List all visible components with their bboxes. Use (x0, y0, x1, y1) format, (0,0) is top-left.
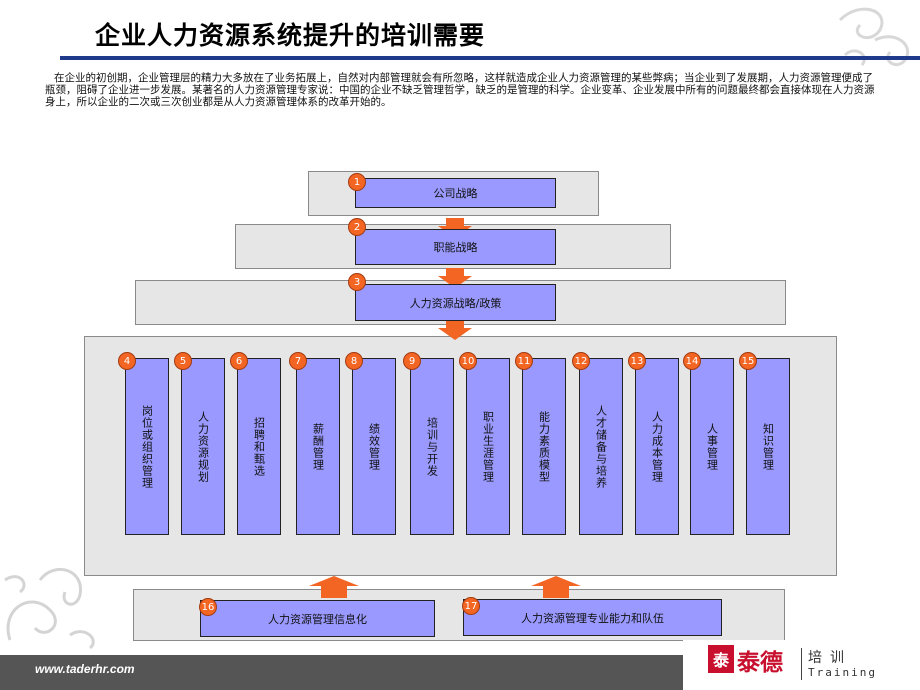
badge-2: 2 (348, 218, 366, 236)
intro-paragraph: 在企业的初创期，企业管理层的精力大多放在了业务拓展上，自然对内部管理就会有所忽略… (45, 72, 875, 108)
brand-logo-icon: 泰 (708, 645, 734, 673)
arrow-up-1 (309, 576, 359, 598)
footer-website-link[interactable]: www.taderhr.com (35, 662, 135, 676)
func-competency-model: 能力素质模型 (522, 358, 566, 535)
badge-8: 8 (345, 352, 363, 370)
func-hr-planning: 人力资源规划 (181, 358, 225, 535)
box-hr-professional-team: 人力资源管理专业能力和队伍 (463, 599, 722, 636)
box-hr-strategy: 人力资源战略/政策 (355, 284, 556, 321)
badge-11: 11 (515, 352, 533, 370)
badge-16: 16 (199, 598, 217, 616)
badge-15: 15 (739, 352, 757, 370)
func-recruitment: 招聘和甄选 (237, 358, 281, 535)
func-compensation: 薪酬管理 (296, 358, 340, 535)
badge-10: 10 (459, 352, 477, 370)
func-position-org: 岗位或组织管理 (125, 358, 169, 535)
arrow-down-3 (438, 318, 472, 340)
badge-3: 3 (348, 273, 366, 291)
func-hr-cost: 人力成本管理 (635, 358, 679, 535)
brand-tagline-en: Training (808, 666, 877, 679)
page-title: 企业人力资源系统提升的培训需要 (95, 21, 486, 50)
badge-7: 7 (289, 352, 307, 370)
badge-1: 1 (348, 173, 366, 191)
badge-14: 14 (683, 352, 701, 370)
logo-divider (801, 648, 802, 680)
func-knowledge: 知识管理 (746, 358, 790, 535)
arrow-up-2 (531, 576, 581, 598)
badge-13: 13 (628, 352, 646, 370)
badge-4: 4 (118, 352, 136, 370)
func-talent-reserve: 人才储备与培养 (579, 358, 623, 535)
corner-ornament-top-right (838, 7, 910, 66)
badge-12: 12 (572, 352, 590, 370)
badge-6: 6 (230, 352, 248, 370)
func-personnel: 人事管理 (690, 358, 734, 535)
badge-5: 5 (174, 352, 192, 370)
badge-17: 17 (462, 597, 480, 615)
box-functional-strategy: 职能战略 (355, 229, 556, 265)
arrow-down-1 (438, 218, 472, 238)
brand-name: 泰德 (737, 649, 783, 676)
title-underline (60, 56, 920, 60)
badge-9: 9 (403, 352, 421, 370)
brand-tagline-cn: 培训 (808, 650, 852, 666)
func-career: 职业生涯管理 (466, 358, 510, 535)
corner-ornament-bottom-left (4, 567, 95, 650)
box-company-strategy: 公司战略 (355, 178, 556, 208)
func-training: 培训与开发 (410, 358, 454, 535)
func-performance: 绩效管理 (352, 358, 396, 535)
arrow-down-2 (438, 268, 472, 288)
box-hr-informatization: 人力资源管理信息化 (200, 600, 435, 637)
